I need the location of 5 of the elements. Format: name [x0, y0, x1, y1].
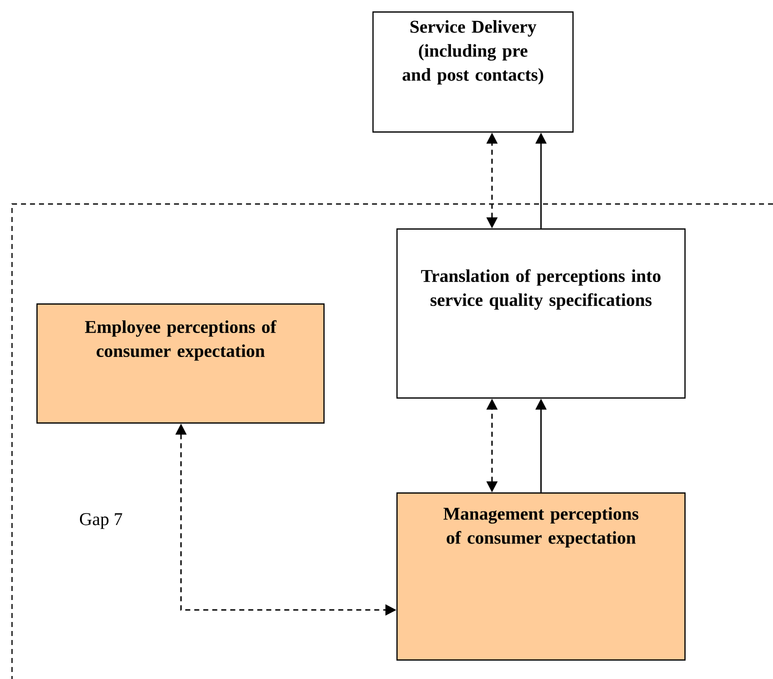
gap-label: Gap 7 — [80, 513, 122, 529]
process-box: Management perceptions of consumer expectation — [396, 492, 686, 661]
box: Service Delivery (including pre and post contacts) — [372, 11, 574, 133]
process-box: Employee perceptions of consumer expectation — [36, 303, 325, 424]
box: Translation of perceptions into service quality specifications — [396, 228, 686, 399]
